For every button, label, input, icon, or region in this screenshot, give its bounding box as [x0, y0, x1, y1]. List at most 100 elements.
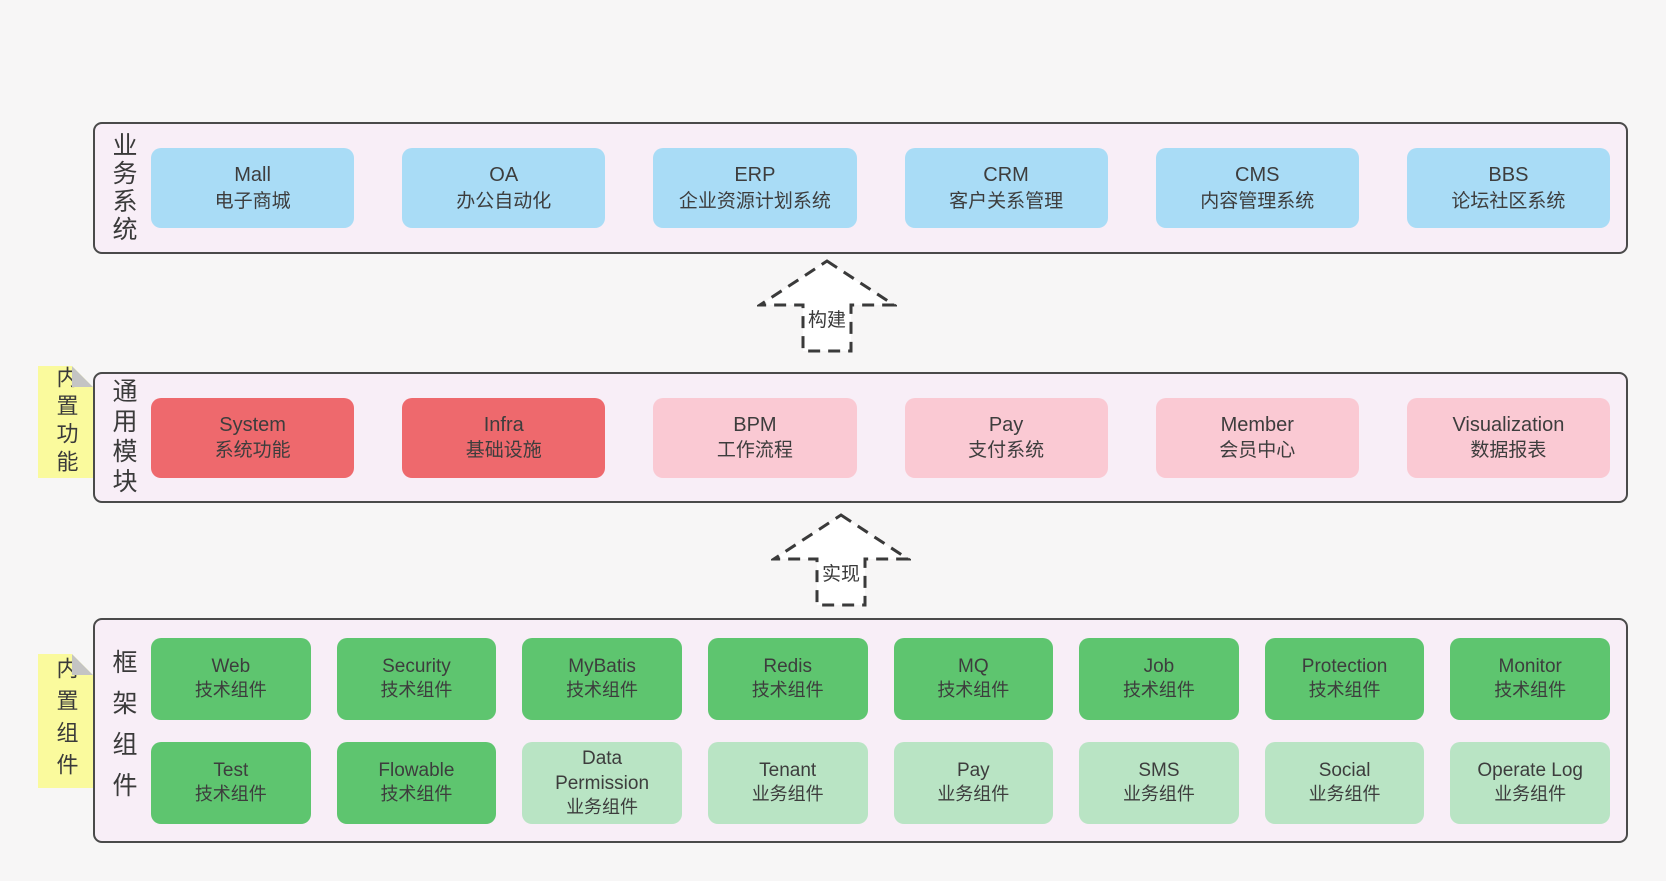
- box-modules-pay: Pay 支付系统: [904, 397, 1108, 478]
- box-label-en: Monitor: [1498, 656, 1562, 678]
- box-label-zh: 数据报表: [1470, 440, 1547, 462]
- box-modules-infra: Infra 基础设施: [402, 397, 606, 478]
- box-label-en: Security: [382, 656, 451, 678]
- box-label-zh: 企业资源计划系统: [678, 190, 831, 212]
- box-label-zh: 支付系统: [968, 440, 1045, 462]
- layer-label-modules: 通用模块: [109, 377, 137, 498]
- box-label-zh: 技术组件: [194, 784, 267, 805]
- box-label-zh: 客户关系管理: [949, 190, 1064, 212]
- box-label-zh: 电子商城: [214, 190, 291, 212]
- box-modules-member: Member 会员中心: [1155, 397, 1359, 478]
- box-label-en: Visualization: [1452, 413, 1565, 436]
- arrow-build: 构建: [757, 258, 897, 354]
- box-label-zh: 技术组件: [566, 680, 639, 701]
- box-modules-visualization: Visualization 数据报表: [1406, 397, 1610, 478]
- box-label-zh: 技术组件: [380, 680, 453, 701]
- box-label-en: Mall: [234, 164, 271, 187]
- box-business-bbs: BBS 论坛社区系统: [1406, 148, 1610, 228]
- layer-grid-business: Mall 电子商城 OA 办公自动化 ERP 企业资源计划系统 CRM 客户关系管理 CMS 内容…: [151, 124, 1626, 252]
- box-label-zh: 技术组件: [380, 784, 453, 805]
- layer-modules: 通用模块 System 系统功能 Infra 基础设施 BPM 工作流程 Pay 支付系统 Mem…: [93, 372, 1628, 503]
- box-business-erp: ERP 企业资源计划系统: [653, 148, 857, 228]
- box-label-zh: 业务组件: [1122, 784, 1195, 805]
- box-label-en: BPM: [733, 413, 777, 436]
- sticky-note-label: 内置组件: [53, 657, 79, 785]
- folded-corner-icon: [72, 366, 93, 387]
- box-label-en: Web: [211, 656, 251, 678]
- box-label-zh: 业务组件: [1494, 784, 1567, 805]
- box-label-en: Pay: [956, 760, 990, 782]
- box-label-zh: 会员中心: [1219, 440, 1296, 462]
- box-label-en: SMS: [1138, 760, 1180, 782]
- arrow-implement-label: 实现: [822, 563, 860, 585]
- box-label-zh: 技术组件: [751, 680, 824, 701]
- box-label-zh: 业务组件: [751, 784, 824, 805]
- box-label-zh: 系统功能: [214, 440, 291, 462]
- folded-corner-icon: [72, 654, 93, 675]
- box-label-zh: 技术组件: [1494, 680, 1567, 701]
- box-label-en: BBS: [1488, 164, 1529, 187]
- box-label-en: Tenant: [759, 760, 817, 782]
- box-label-en: Protection: [1301, 656, 1388, 678]
- box-label-en: Redis: [763, 656, 812, 678]
- box-label-zh: 技术组件: [937, 680, 1010, 701]
- box-label-en: Member: [1220, 413, 1294, 436]
- box-business-cms: CMS 内容管理系统: [1155, 148, 1359, 228]
- box-modules-system: System 系统功能: [151, 397, 355, 478]
- box-label-zh: 技术组件: [194, 680, 267, 701]
- box-business-crm: CRM 客户关系管理: [904, 148, 1108, 228]
- box-label-zh: 业务组件: [1308, 784, 1381, 805]
- box-label-en: MyBatis: [568, 656, 636, 678]
- arrow-implement: 实现: [771, 512, 911, 608]
- box-label-zh: 基础设施: [465, 440, 542, 462]
- box-label-zh: 技术组件: [1308, 680, 1381, 701]
- layer-label-business: 业务系统: [109, 132, 137, 244]
- layer-grid-modules: System 系统功能 Infra 基础设施 BPM 工作流程 Pay 支付系统 Member 会…: [151, 374, 1626, 501]
- box-label-en: Test: [213, 760, 249, 782]
- box-label-en: Infra: [483, 413, 524, 436]
- box-label-zh: 论坛社区系统: [1451, 190, 1566, 212]
- box-label-en: OA: [489, 164, 519, 187]
- box-label-zh: 办公自动化: [456, 190, 552, 212]
- sticky-note-components: 内置组件: [38, 654, 93, 788]
- box-label-en: Pay: [988, 413, 1024, 436]
- box-label-en: Flowable: [378, 760, 455, 782]
- box-label-en: Operate Log: [1477, 760, 1583, 782]
- box-label-zh: 业务组件: [937, 784, 1010, 805]
- box-label-zh: 业务组件: [566, 796, 639, 817]
- box-label-en: CMS: [1235, 164, 1280, 187]
- box-label-en: CRM: [983, 164, 1029, 187]
- box-label-en: Job: [1143, 656, 1175, 678]
- box-label-zh: 内容管理系统: [1200, 190, 1315, 212]
- up-arrow-icon: 构建: [757, 259, 897, 353]
- box-label-en: System: [219, 413, 286, 436]
- box-business-mall: Mall 电子商城: [151, 148, 355, 228]
- box-label-zh: 技术组件: [1122, 680, 1195, 701]
- box-label-en: MQ: [958, 656, 989, 678]
- box-label-en: ERP: [734, 164, 776, 187]
- box-label-zh: 工作流程: [716, 440, 793, 462]
- sticky-note-modules: 内置功能: [38, 366, 93, 478]
- box-modules-bpm: BPM 工作流程: [653, 397, 857, 478]
- up-arrow-icon: 实现: [771, 513, 911, 607]
- layer-label-components: 框架组件: [109, 648, 137, 813]
